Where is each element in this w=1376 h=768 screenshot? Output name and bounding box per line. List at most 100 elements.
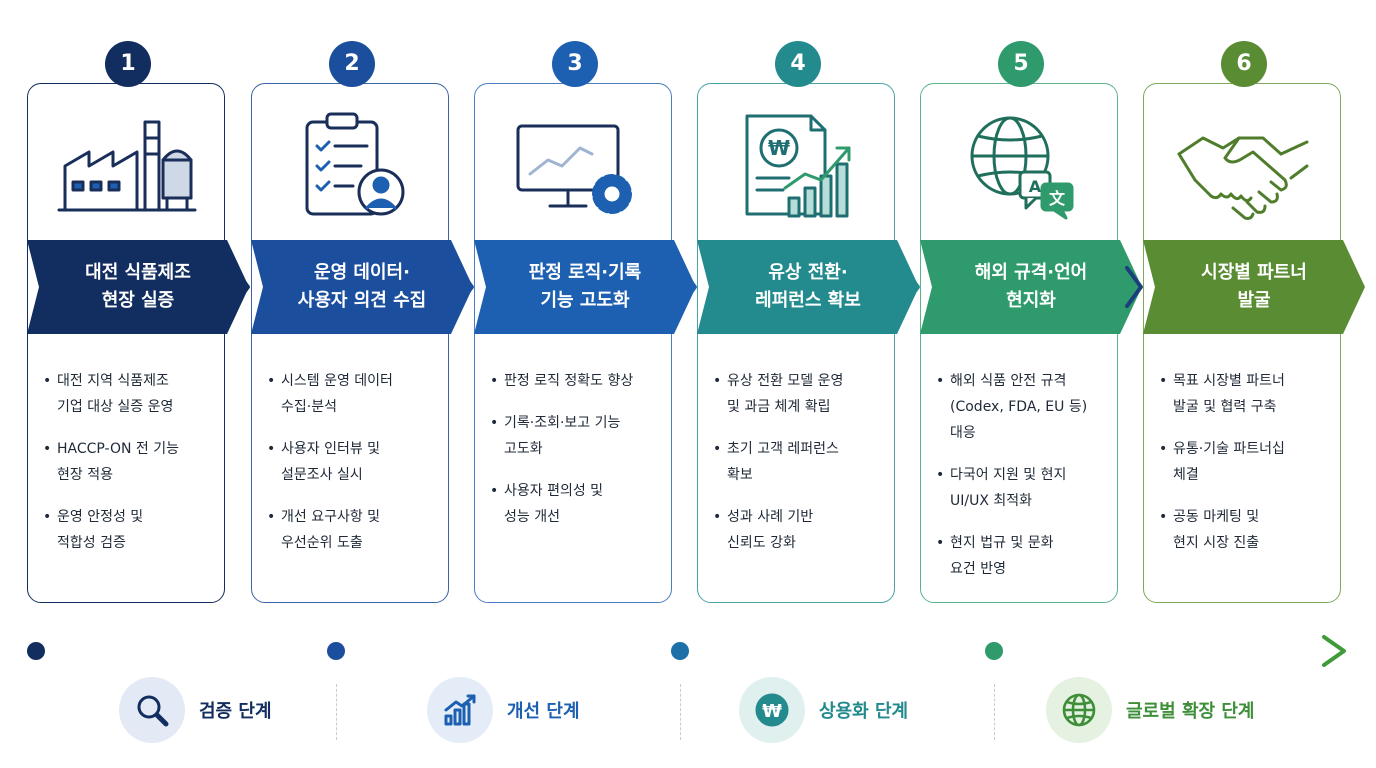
globe-translate-icon: A 文 <box>950 108 1090 228</box>
won-growth-icon: ₩ <box>727 108 867 228</box>
chevron-right-icon <box>456 266 474 308</box>
bullet-line: 및 과금 체계 확립 <box>727 399 831 415</box>
step-title-banner: 시장별 파트너 발굴 <box>1143 240 1365 334</box>
svg-text:₩: ₩ <box>762 701 782 722</box>
bullet-line: UI/UX 최적화 <box>950 493 1033 509</box>
monitor-gear-icon <box>504 108 644 228</box>
chevron-right-icon <box>679 266 697 308</box>
bullet-item: 판정 로직 정확도 향상 <box>490 368 668 394</box>
bullet-line: 고도화 <box>504 441 543 457</box>
step-title-line: 운영 데이터· <box>314 262 410 283</box>
step-title-line: 기능 고도화 <box>540 290 630 311</box>
phase-commercialization: ₩ 상용화 단계 <box>739 675 908 745</box>
bullet-line: 발굴 및 협력 구축 <box>1173 399 1277 415</box>
step-title-line: 레퍼런스 확보 <box>755 290 861 311</box>
phase-verification: 검증 단계 <box>119 675 272 745</box>
bullet-line: HACCP-ON 전 기능 <box>57 441 180 457</box>
bullet-item: 사용자 편의성 및성능 개선 <box>490 478 668 530</box>
step-bullet-list: 해외 식품 안전 규격(Codex, FDA, EU 등)대응 다국어 지원 및… <box>936 368 1114 598</box>
bullet-line: 목표 시장별 파트너 <box>1173 373 1285 389</box>
step-title-line: 시장별 파트너 <box>1201 262 1307 283</box>
step-card <box>920 83 1118 603</box>
bullet-line: 개선 요구사항 및 <box>281 509 381 525</box>
bullet-line: 적합성 검증 <box>57 535 126 551</box>
bullet-line: 확보 <box>727 467 753 483</box>
phase-label: 개선 단계 <box>507 701 580 722</box>
step-5: 5 A 文 해외 규격·언어 현지화 해외 식품 안전 규격(Codex, FD… <box>920 0 1142 610</box>
bullet-line: 사용자 편의성 및 <box>504 483 604 499</box>
step-number: 5 <box>998 41 1044 87</box>
phase-divider <box>336 684 337 740</box>
phase-divider <box>680 684 681 740</box>
phase-label: 검증 단계 <box>199 701 272 722</box>
bullet-line: 체결 <box>1173 467 1199 483</box>
bullet-line: 유통·기술 파트너십 <box>1173 441 1285 457</box>
step-title-banner: 해외 규격·언어 현지화 <box>920 240 1142 334</box>
bar-growth-icon <box>427 677 493 743</box>
bullet-line: 신뢰도 강화 <box>727 535 796 551</box>
step-title-line: 대전 식품제조 <box>85 262 191 283</box>
bullet-line: 성과 사례 기반 <box>727 509 814 525</box>
step-title-banner: 대전 식품제조 현장 실증 <box>27 240 249 334</box>
step-title-line: 현지화 <box>1006 290 1056 311</box>
phase-divider <box>994 684 995 740</box>
step-number: 2 <box>329 41 375 87</box>
chevron-right-icon <box>1125 266 1143 308</box>
magnifier-icon <box>119 677 185 743</box>
bullet-line: 시스템 운영 데이터 <box>281 373 393 389</box>
bullet-line: 요건 반영 <box>950 561 1006 577</box>
chevron-right-icon <box>902 266 920 308</box>
bullet-line: 대응 <box>950 425 976 441</box>
bullet-line: 초기 고객 레퍼런스 <box>727 441 839 457</box>
phase-label: 상용화 단계 <box>819 701 909 722</box>
bullet-line: 성능 개선 <box>504 509 560 525</box>
phase-label: 글로벌 확장 단계 <box>1126 701 1255 722</box>
step-title-line: 판정 로직·기록 <box>528 262 642 283</box>
chevron-right-icon <box>232 266 250 308</box>
bullet-item: 공동 마케팅 및현지 시장 진출 <box>1159 504 1337 556</box>
step-title-line: 발굴 <box>1237 290 1271 311</box>
bullet-line: 수집·분석 <box>281 399 337 415</box>
step-title-line: 해외 규격·언어 <box>974 262 1088 283</box>
step-number: 4 <box>775 41 821 87</box>
step-title-banner: 판정 로직·기록 기능 고도화 <box>474 240 696 334</box>
progress-timeline <box>27 635 1346 667</box>
bullet-line: 현지 법규 및 문화 <box>950 535 1054 551</box>
step-3: 3 판정 로직·기록 기능 고도화 판정 로직 정확도 향상 기록·조회·보고 … <box>474 0 696 610</box>
step-number: 1 <box>105 41 151 87</box>
step-number: 3 <box>552 41 598 87</box>
bullet-line: 판정 로직 정확도 향상 <box>504 373 634 389</box>
step-title-banner: 운영 데이터· 사용자 의견 수집 <box>251 240 473 334</box>
step-4: 4 ₩ 유상 전환· 레퍼런스 확보 유상 전환 모델 운영및 과금 체계 확립… <box>697 0 919 610</box>
bullet-line: 기업 대상 실증 운영 <box>57 399 174 415</box>
bullet-line: 설문조사 실시 <box>281 467 363 483</box>
bullet-line: 현장 적용 <box>57 467 113 483</box>
step-title-line: 사용자 의견 수집 <box>297 290 427 311</box>
bullet-line: 기록·조회·보고 기능 <box>504 415 621 431</box>
step-title-line: 유상 전환· <box>768 262 848 283</box>
phase-global-expansion: 글로벌 확장 단계 <box>1046 675 1254 745</box>
factory-icon <box>57 108 197 228</box>
handshake-icon <box>1173 108 1313 228</box>
bullet-line: 사용자 인터뷰 및 <box>281 441 381 457</box>
